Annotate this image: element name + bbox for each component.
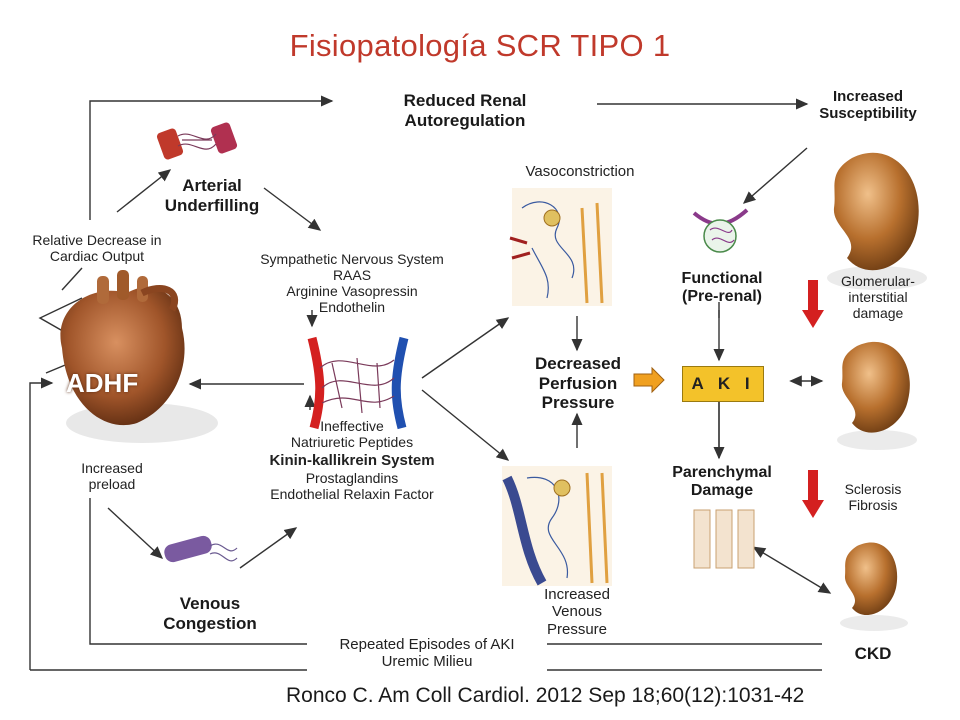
decreased-perfusion-label: Decreased Perfusion Pressure [514,354,642,413]
reduced-renal-line2: Autoregulation [404,110,526,130]
parenchymal-line2: Damage [690,482,754,500]
kidney-icon [837,341,917,450]
glomerulus-icon [692,208,749,253]
inc-venous-line2: Venous [551,603,603,621]
increased-susceptibility-label: Increased Susceptibility [808,88,928,123]
increased-preload-label: Increased preload [62,460,162,492]
nephron-venous-icon [502,466,612,586]
ineffective-line1: Ineffective [320,418,384,434]
capillary-network-icon [307,336,409,430]
inc-venous-line3: Pressure [546,620,608,638]
venous-congestion-label: Venous Congestion [140,594,280,633]
susceptibility-line2: Susceptibility [819,105,917,123]
ckd-label: CKD [828,644,918,664]
parenchymal-line1: Parenchymal [672,464,772,481]
orange-arrow [633,366,665,394]
sclerosis-line2: Fibrosis [848,497,898,514]
relative-line2: Cardiac Output [49,248,145,265]
inc-venous-line1: Increased [544,586,610,603]
neuro-line2: RAAS [332,267,372,284]
decreased-line3: Pressure [541,393,615,413]
prostaglandins-label: Prostaglandins Endothelial Relaxin Facto… [242,470,462,502]
arterial-underfilling-label: Arterial Underfilling [152,176,272,215]
functional-line1: Functional [681,270,763,287]
neuro-line3: Arginine Vasopressin [286,283,418,300]
parenchymal-damage-label: Parenchymal Damage [667,464,777,501]
repeated-episodes-label: Repeated Episodes of AKI Uremic Milieu [307,636,547,671]
functional-line2: (Pre-renal) [681,288,763,306]
citation: Ronco C. Am Coll Cardiol. 2012 Sep 18;60… [286,684,805,707]
prosta-line2: Endothelial Relaxin Factor [270,486,434,503]
venous-line2: Congestion [163,613,257,633]
nephron-vasoconstriction-icon [509,188,612,306]
increased-venous-pressure-label: Increased Venous Pressure [512,586,642,638]
diagram-panel: Reduced Renal Autoregulation Increased S… [22,78,948,680]
preload-line1: Increased [81,460,143,476]
glomerular-line3: damage [852,305,904,322]
red-down-arrow [802,280,824,518]
susceptibility-line1: Increased [832,88,904,105]
reduced-renal-autoregulation-label: Reduced Renal Autoregulation [380,91,550,130]
relative-line1: Relative Decrease in [32,232,162,248]
sclerosis-fibrosis-label: Sclerosis Fibrosis [828,481,918,513]
diagram-canvas [29,95,927,671]
heart-illustration [60,270,218,443]
prosta-line1: Prostaglandins [305,470,399,486]
kidney-icon [827,152,927,290]
repeated-line2: Uremic Milieu [381,653,473,671]
arterial-line2: Underfilling [164,195,260,215]
neuro-line4: Endothelin [318,299,386,316]
reduced-renal-line1: Reduced Renal [403,91,527,110]
ineffective-line2: Natriuretic Peptides [290,434,414,451]
vasoconstriction-label: Vasoconstriction [525,163,635,180]
preload-line2: preload [88,476,136,493]
kidney-icon [840,542,908,631]
decreased-line2: Perfusion [538,373,618,393]
glomerular-damage-label: Glomerular- interstitial damage [828,273,928,321]
venous-vessel-icon [164,535,238,563]
arterial-vessel-icon [156,122,238,160]
glomerular-line2: interstitial [848,289,908,306]
neuro-line1: Sympathetic Nervous System [260,251,444,267]
venous-line1: Venous [179,594,241,613]
neurohormonal-label: Sympathetic Nervous System RAAS Arginine… [242,251,462,315]
tubule-damage-icon [693,509,755,569]
repeated-line1: Repeated Episodes of AKI [339,636,515,653]
relative-decrease-label: Relative Decrease in Cardiac Output [22,232,172,264]
kinin-kallikrein-label: Kinin-kallikrein System [269,452,435,469]
glomerular-line1: Glomerular- [841,273,915,289]
sclerosis-line1: Sclerosis [844,481,902,497]
adhf-label: ADHF [66,368,139,398]
arterial-line1: Arterial [182,176,242,195]
ineffective-label: Ineffective Natriuretic Peptides [242,418,462,450]
page-title: Fisiopatología SCR TIPO 1 [289,28,671,63]
decreased-line1: Decreased [534,354,621,373]
functional-prerenal-label: Functional (Pre-renal) [667,270,777,307]
aki-box: A K I [682,366,764,402]
